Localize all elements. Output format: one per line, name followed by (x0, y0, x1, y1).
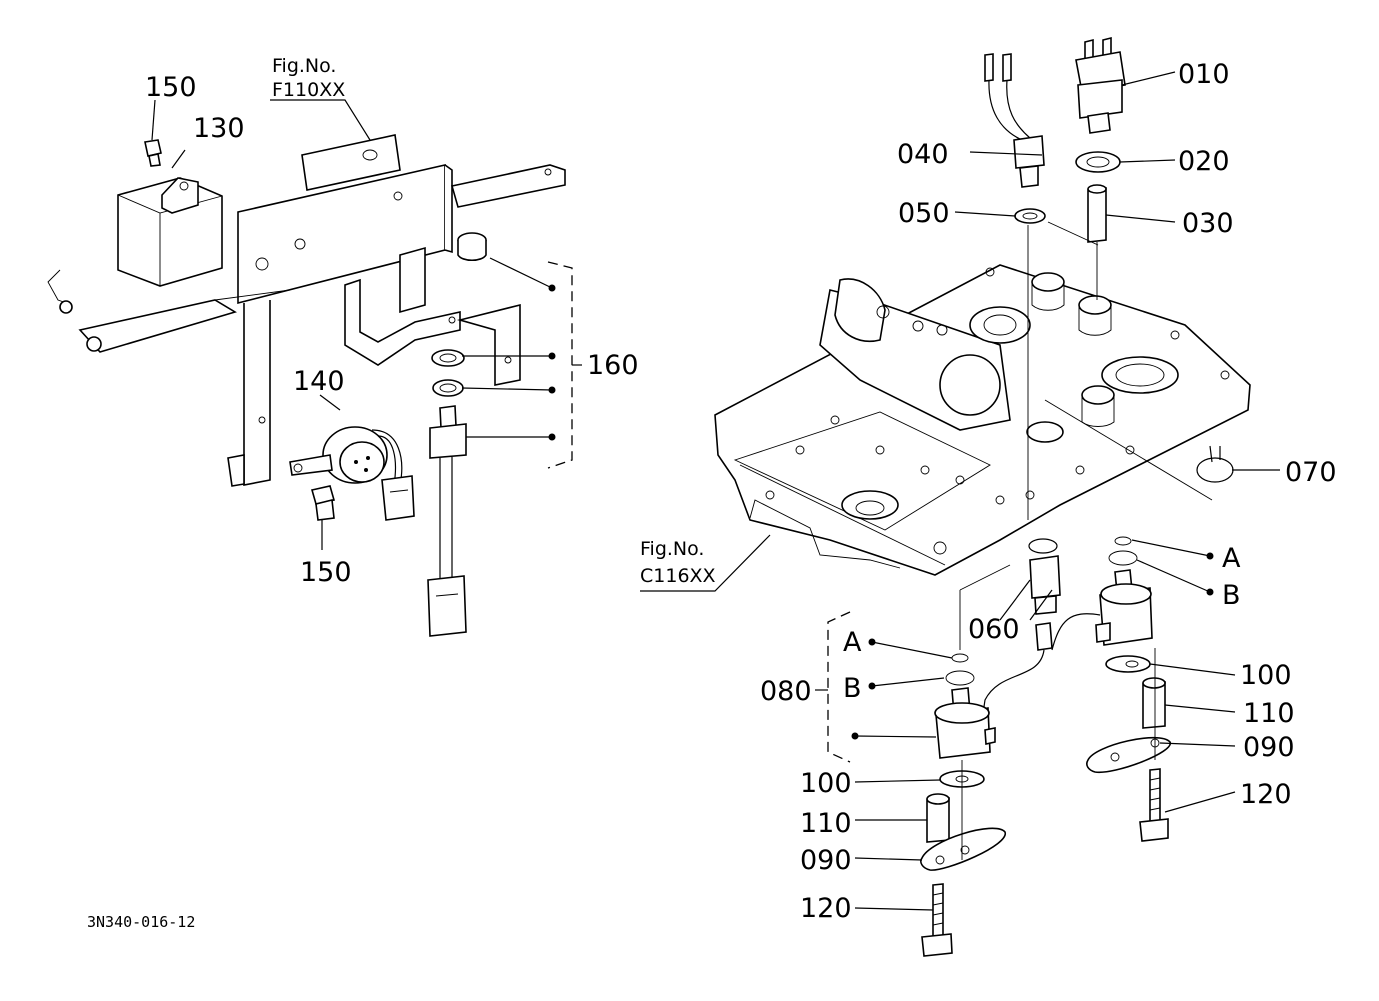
callout-030: 030 (1182, 208, 1234, 239)
callout-110-right: 110 (1243, 698, 1295, 729)
callout-090-left: 090 (800, 845, 852, 876)
pin-030 (1087, 184, 1107, 243)
ring-label-a-left: A (843, 627, 862, 658)
callout-120-right: 120 (1240, 779, 1292, 810)
switch-set-160 (427, 232, 487, 637)
callout-110-left: 110 (800, 808, 852, 839)
callout-100-left: 100 (800, 768, 852, 799)
right-leaders (815, 71, 1280, 911)
callout-020: 020 (1178, 146, 1230, 177)
left-leaders (151, 99, 582, 550)
bolt-150-upper (144, 139, 162, 167)
plate-090-right (1086, 736, 1171, 773)
clip-070 (1196, 445, 1234, 483)
washer-100-right (1105, 655, 1151, 673)
ring-label-a-right: A (1222, 543, 1241, 574)
valve-body-plate (714, 264, 1251, 576)
callout-150-lower: 150 (300, 557, 352, 588)
callout-130: 130 (193, 113, 245, 144)
callout-050: 050 (898, 198, 950, 229)
bolt-120-left (921, 883, 953, 957)
temperature-sensor-040 (984, 53, 1045, 188)
callout-090-right: 090 (1243, 732, 1295, 763)
callout-100-right: 100 (1240, 660, 1292, 691)
relay-unit-130 (117, 177, 223, 287)
drawing-code: 3N340-016-12 (87, 913, 195, 931)
left-bracket-assembly (47, 134, 566, 487)
callout-080: 080 (760, 676, 812, 707)
ring-label-b-left: B (843, 673, 862, 704)
solenoid-left (934, 653, 996, 759)
figure-reference-f110: Fig.No. F110XX (272, 55, 345, 101)
bolt-150-lower (310, 485, 336, 521)
washer-050 (1014, 208, 1046, 224)
collar-110-right (1142, 677, 1166, 729)
pressure-switch-010 (1075, 36, 1126, 134)
collar-110-left (926, 793, 950, 843)
plate-090-left (920, 827, 1006, 871)
fig-label: Fig.No. (272, 55, 336, 77)
fig-number: F110XX (272, 79, 345, 101)
callout-150-upper: 150 (145, 72, 197, 103)
fig-number: C116XX (640, 565, 716, 587)
callout-040: 040 (897, 139, 949, 170)
sensor-060 (981, 538, 1101, 721)
sensor-140 (289, 426, 415, 521)
fig-label: Fig.No. (640, 538, 704, 560)
callout-140: 140 (293, 366, 345, 397)
fig-ref-frame (640, 534, 771, 592)
callout-160: 160 (587, 350, 639, 381)
callout-010: 010 (1178, 59, 1230, 90)
figure-reference-c116: Fig.No. C116XX (640, 538, 716, 587)
solenoid-right (1095, 536, 1153, 646)
ring-label-b-right: B (1222, 580, 1241, 611)
bolt-120-right (1139, 768, 1169, 842)
washer-020 (1075, 151, 1121, 173)
callout-060: 060 (968, 614, 1020, 645)
callout-120-left: 120 (800, 893, 852, 924)
callout-070: 070 (1285, 457, 1337, 488)
